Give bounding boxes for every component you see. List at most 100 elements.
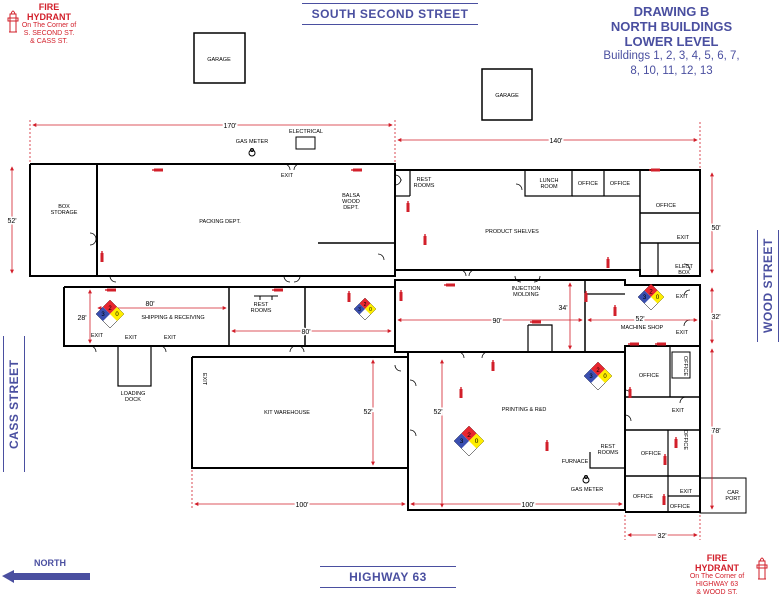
dim-140: 140' [549,138,562,145]
exit-label: EXIT [672,408,685,414]
dim-50: 50' [711,225,720,232]
fire-hydrant-icon [756,557,768,580]
room-office: OFFICE [670,504,690,510]
room-lunch: ROOM [540,184,558,190]
gas-meter-icon [248,148,256,157]
svg-text:2: 2 [364,302,367,308]
exit-label: EXIT [281,173,294,179]
room-box-storage: BOX [58,204,70,210]
hazmat-diamond-icon: 2 3 0 [95,299,125,329]
room-furnace: FURNACE [562,459,589,465]
room-packing-dept: PACKING DEPT. [199,219,241,225]
dim-80-b: 80' [301,329,310,336]
exit-label: EXIT [676,330,689,336]
svg-text:2: 2 [467,432,471,439]
exit-label: EXIT [125,335,138,341]
room-injection: MOLDING [513,292,539,298]
room-elect-box: ELECT [675,264,693,270]
hydrant-line: S. SECOND ST. [23,30,75,37]
drawing-subtitle-2: LOWER LEVEL [624,34,719,49]
room-shipping: SHIPPING & RECEIVING [141,315,204,321]
dim-78: 78' [711,428,720,435]
exit-label: EXIT [676,294,689,300]
svg-text:0: 0 [369,307,372,313]
gas-meter-label: GAS METER [236,139,268,145]
garage-left [193,32,246,84]
room-lunch: LUNCH [540,178,559,184]
svg-text:0: 0 [603,374,607,380]
room-rest-rooms: ROOMS [251,308,272,314]
room-office: OFFICE [682,356,688,376]
room-product-shelves: PRODUCT SHELVES [485,229,539,235]
room-loading-dock: DOCK [125,397,141,403]
dim-170: 170' [223,123,236,130]
north-arrow-icon [2,570,90,583]
dim-52-machine: 52' [635,316,644,323]
room-office: OFFICE [633,494,653,500]
hydrant-title: FIRE HYDRANT [695,553,739,573]
dim-34: 34' [558,305,567,312]
door-swings [89,163,691,437]
svg-text:2: 2 [649,290,653,296]
hazmat-diamond-icon: 2 3 0 [353,297,377,321]
buildings-list-2: 8, 10, 11, 12, 13 [630,65,713,77]
garage-right [481,68,533,121]
room-office: OFFICE [641,451,661,457]
hazmat-diamond-icon: 2 3 0 [583,361,613,391]
room-rest-rooms: REST [417,177,432,183]
hydrant-line: HIGHWAY 63 [695,581,739,588]
room-elect-box: BOX [678,270,690,276]
exit-label: EXIT [201,373,207,386]
room-balsa-wood: BALSA [342,193,360,199]
room-office: OFFICE [578,181,598,187]
svg-text:0: 0 [475,438,479,445]
dim-52-kit: 52' [363,409,372,416]
exit-label: EXIT [91,333,104,339]
dim-52-printing: 52' [433,409,442,416]
dim-32-bottom: 32' [657,533,666,540]
room-rest-rooms: REST [601,444,616,450]
room-rest-rooms: REST [254,302,269,308]
hydrant-line: & WOOD ST. [696,589,738,596]
room-rest-rooms: ROOMS [598,450,619,456]
hazmat-diamond-icon: 2 3 0 [453,425,485,457]
garage-label: GARAGE [207,57,231,63]
svg-text:3: 3 [358,307,361,313]
room-office: OFFICE [682,430,688,450]
north-label: NORTH [34,558,66,568]
fire-extinguisher-icons [100,168,678,505]
hydrant-title: FIRE HYDRANT [27,2,71,22]
hazmat-diamond-icon: 2 3 0 [637,283,665,311]
hydrant-line: & CASS ST. [30,38,68,45]
dim-32: 32' [711,314,720,321]
room-printing: PRINTING & R&D [502,407,547,413]
dim-28: 28' [77,315,86,322]
room-balsa-wood: DEPT. [343,205,359,211]
room-office: OFFICE [639,373,659,379]
gas-meter-label: GAS METER [571,487,603,493]
room-car-port: PORT [725,496,741,502]
electrical-label: ELECTRICAL [289,129,323,135]
room-office: OFFICE [656,203,676,209]
room-injection: INJECTION [511,286,540,292]
svg-text:3: 3 [101,312,105,318]
svg-text:3: 3 [589,374,593,380]
building-walls [29,163,747,514]
svg-text:0: 0 [656,295,660,301]
gas-meter-icon [582,475,590,484]
dim-52-left: 52' [7,218,16,225]
buildings-list-1: Buildings 1, 2, 3, 4, 5, 6, 7, [603,50,740,62]
dim-80-a: 80' [145,301,154,308]
exit-label: EXIT [680,489,693,495]
fire-hydrant-icon [7,10,19,33]
street-label-top: SOUTH SECOND STREET [302,3,478,25]
garage-label: GARAGE [495,93,519,99]
svg-text:2: 2 [108,306,112,312]
svg-text:3: 3 [643,295,647,301]
room-balsa-wood: WOOD [342,199,360,205]
dimension-lines [10,120,714,540]
room-machine-shop: MACHINE SHOP [621,325,664,331]
dim-100-b: 100' [521,502,534,509]
room-car-port: CAR [727,490,739,496]
